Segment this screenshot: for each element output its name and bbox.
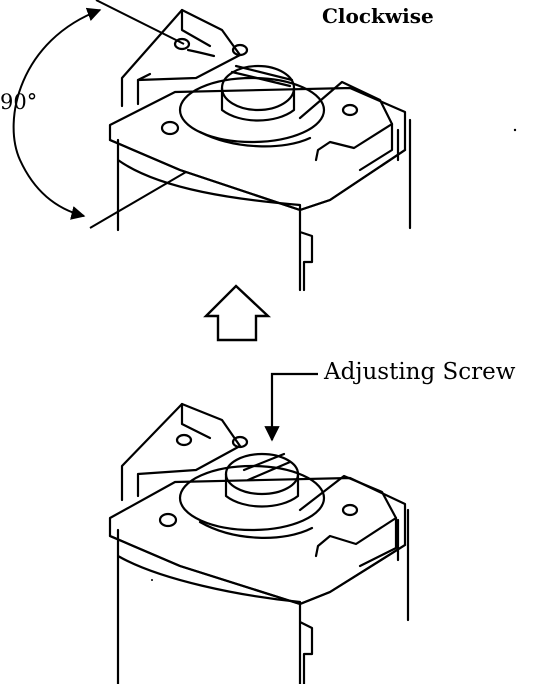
top-switch-body bbox=[118, 140, 312, 290]
scan-specks bbox=[151, 128, 517, 581]
bottom-switch-body bbox=[118, 530, 312, 684]
rotation-indicator bbox=[14, 0, 186, 228]
bottom-left-bracket bbox=[122, 404, 240, 500]
adjusting-screw-label: Adjusting Screw bbox=[324, 359, 516, 385]
top-switch-assembly bbox=[110, 10, 410, 290]
top-mounting-plate bbox=[110, 88, 405, 210]
bottom-screw-slot bbox=[244, 454, 290, 480]
top-screw-slot bbox=[232, 66, 292, 86]
bottom-switch-assembly bbox=[110, 404, 408, 684]
top-left-bracket bbox=[122, 10, 240, 106]
top-right-bracket bbox=[300, 82, 392, 160]
rotation-arc bbox=[14, 7, 102, 220]
bottom-right-bracket bbox=[300, 476, 396, 556]
angle-label: 90° bbox=[0, 90, 38, 114]
screw-leader bbox=[264, 374, 318, 442]
bottom-rotor-disc bbox=[180, 466, 324, 530]
rotation-ref-line-upper bbox=[96, 0, 184, 44]
rotation-ref-line-lower bbox=[90, 172, 186, 228]
direction-label: Clockwise bbox=[322, 4, 434, 28]
up-arrow-outline-icon bbox=[206, 286, 268, 340]
top-rotor-disc bbox=[180, 78, 324, 142]
